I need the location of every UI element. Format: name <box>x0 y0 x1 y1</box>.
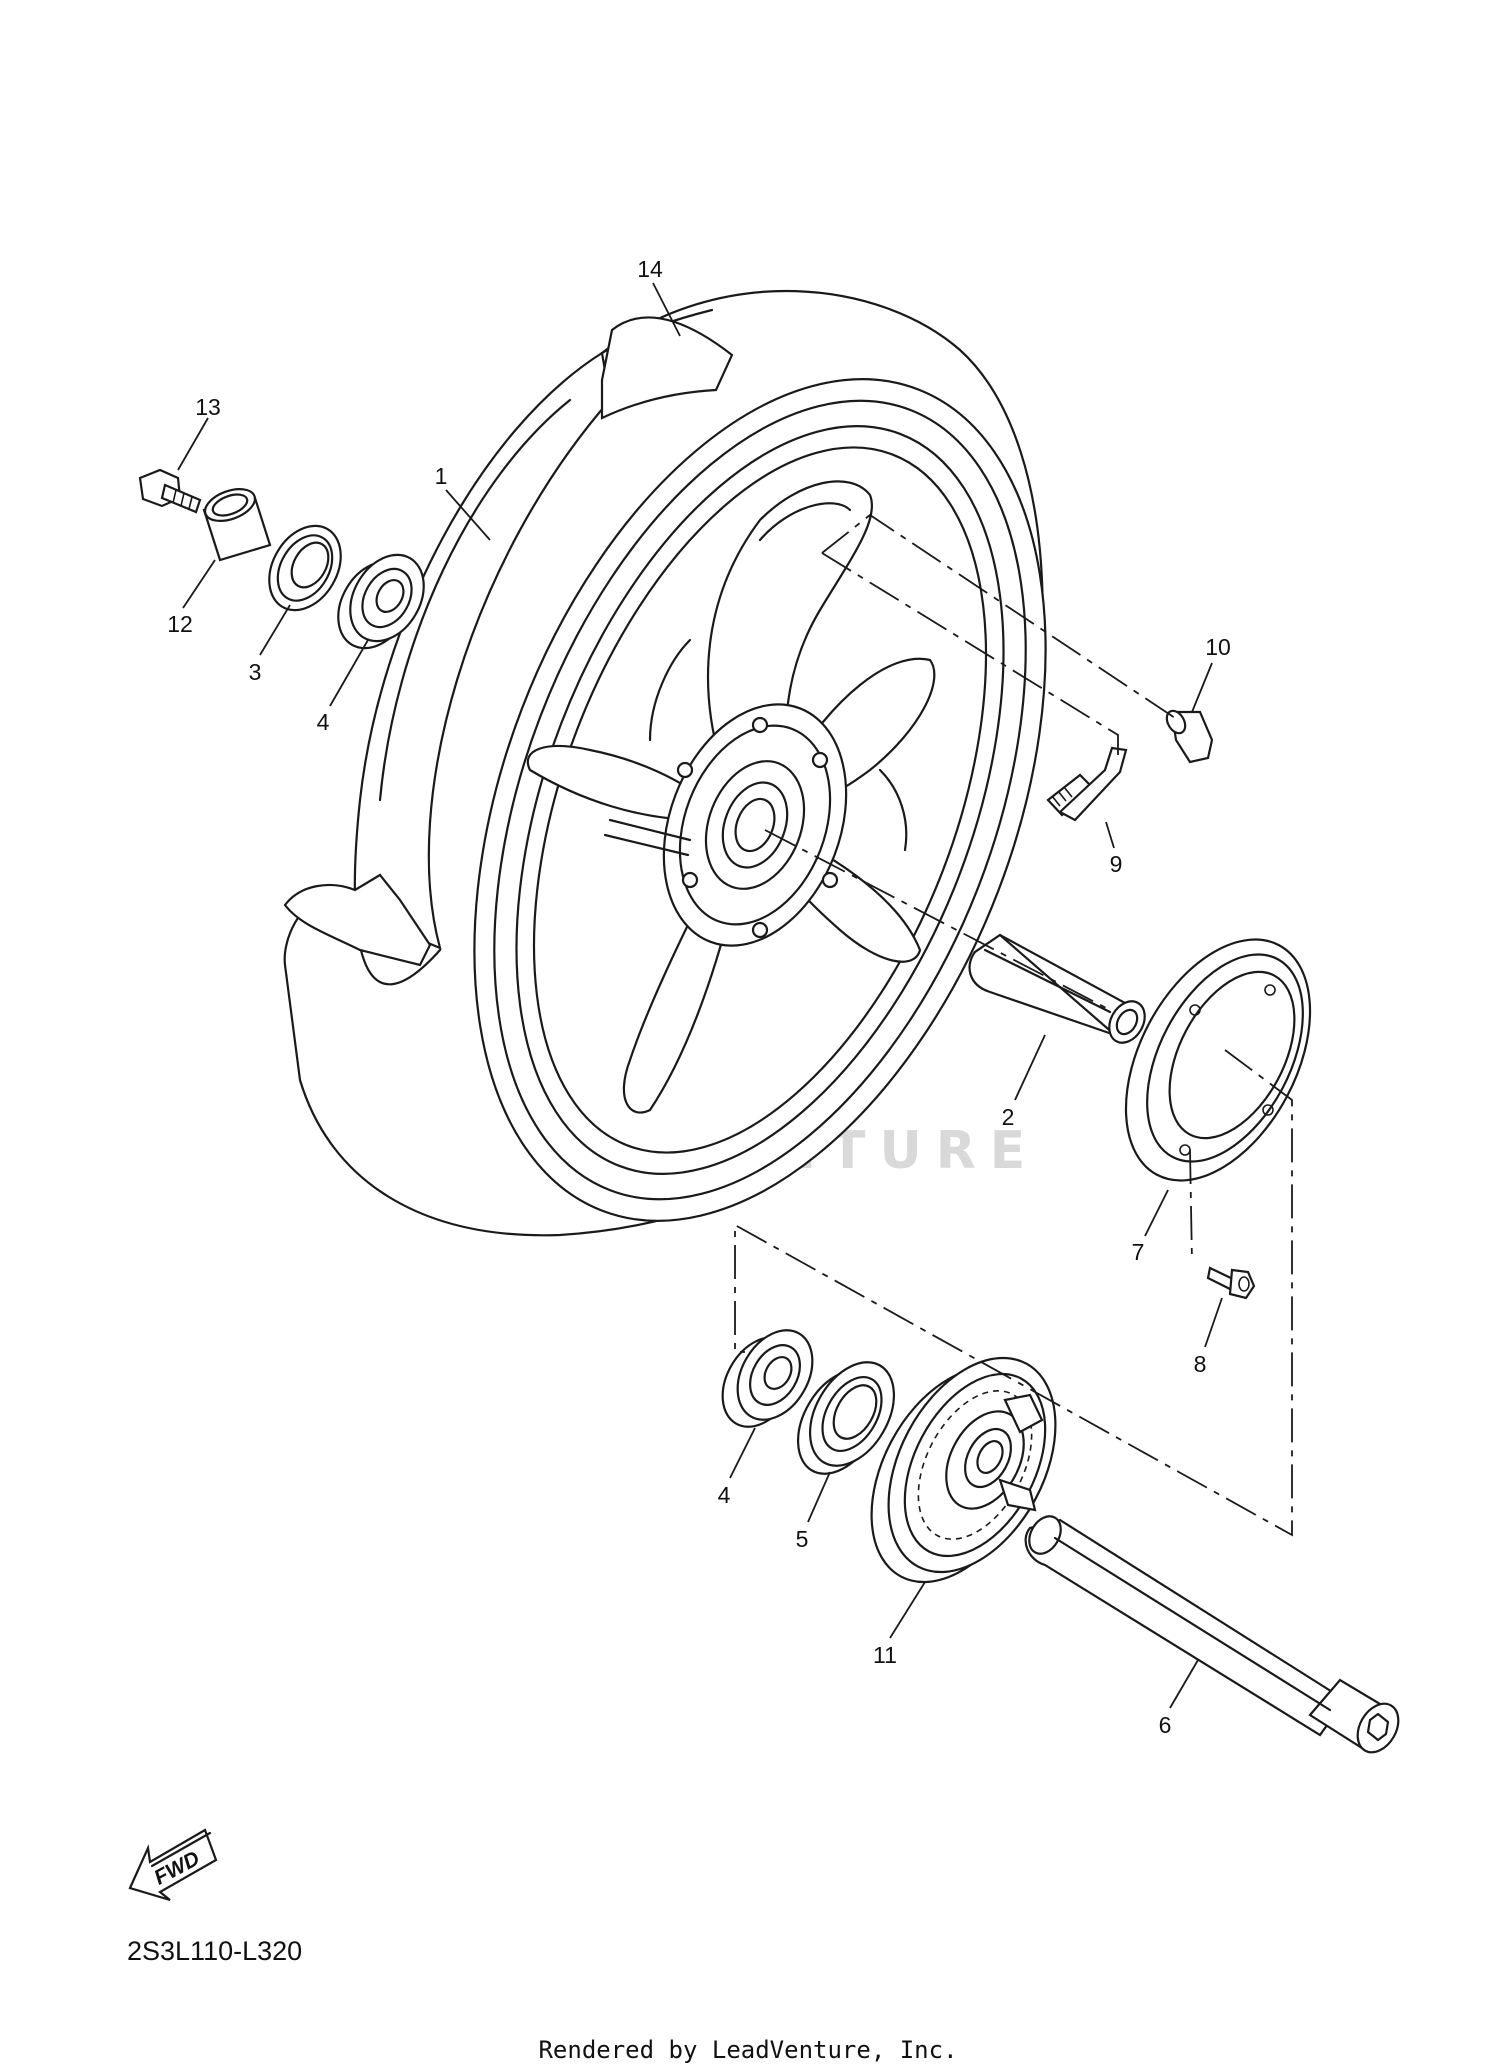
callout-labels: 14 1 10 9 13 12 3 4 2 7 8 4 5 11 6 <box>167 256 1231 1738</box>
callout-10: 10 <box>1205 634 1231 660</box>
wheel-hub <box>603 703 848 947</box>
callout-13: 13 <box>195 394 221 420</box>
callout-11: 6 <box>1159 1712 1172 1738</box>
callout-9: 9 <box>1110 851 1123 877</box>
diagram-code: 2S3L110-L320 <box>127 1936 302 1966</box>
brake-disc-6 <box>1124 938 1312 1182</box>
fwd-arrow: FWD <box>128 1828 218 1902</box>
leader-lines <box>177 282 1223 1709</box>
bolt-13 <box>138 468 202 514</box>
bearing-4-lower <box>721 1329 814 1428</box>
collar-12 <box>202 488 272 562</box>
render-credit: Rendered by LeadVenture, Inc. <box>538 2036 957 2064</box>
gear-unit-14 <box>870 1356 1057 1584</box>
callout-3: 3 <box>249 659 262 685</box>
callout-5: 5 <box>796 1526 809 1552</box>
callout-12: 12 <box>167 611 193 637</box>
callout-4-lower: 4 <box>718 1482 731 1508</box>
spacer-2 <box>968 933 1146 1044</box>
oil-seal-3 <box>268 524 342 612</box>
tire-valve <box>1046 746 1128 822</box>
callout-6: 7 <box>1132 1239 1145 1265</box>
disc-bolt-7 <box>1206 1266 1256 1300</box>
bearing-4-upper <box>337 553 425 650</box>
valve-cap <box>1165 709 1214 764</box>
callout-2: 2 <box>1002 1104 1015 1130</box>
callout-1: 1 <box>435 463 448 489</box>
oil-seal-5 <box>796 1361 896 1475</box>
callout-7: 8 <box>1194 1351 1207 1377</box>
callout-4-upper: 4 <box>317 709 330 735</box>
alignment-lines <box>734 513 1293 1537</box>
callout-14: 11 <box>873 1642 897 1668</box>
callout-8: 14 <box>637 256 663 282</box>
axle-11 <box>1024 1515 1400 1754</box>
